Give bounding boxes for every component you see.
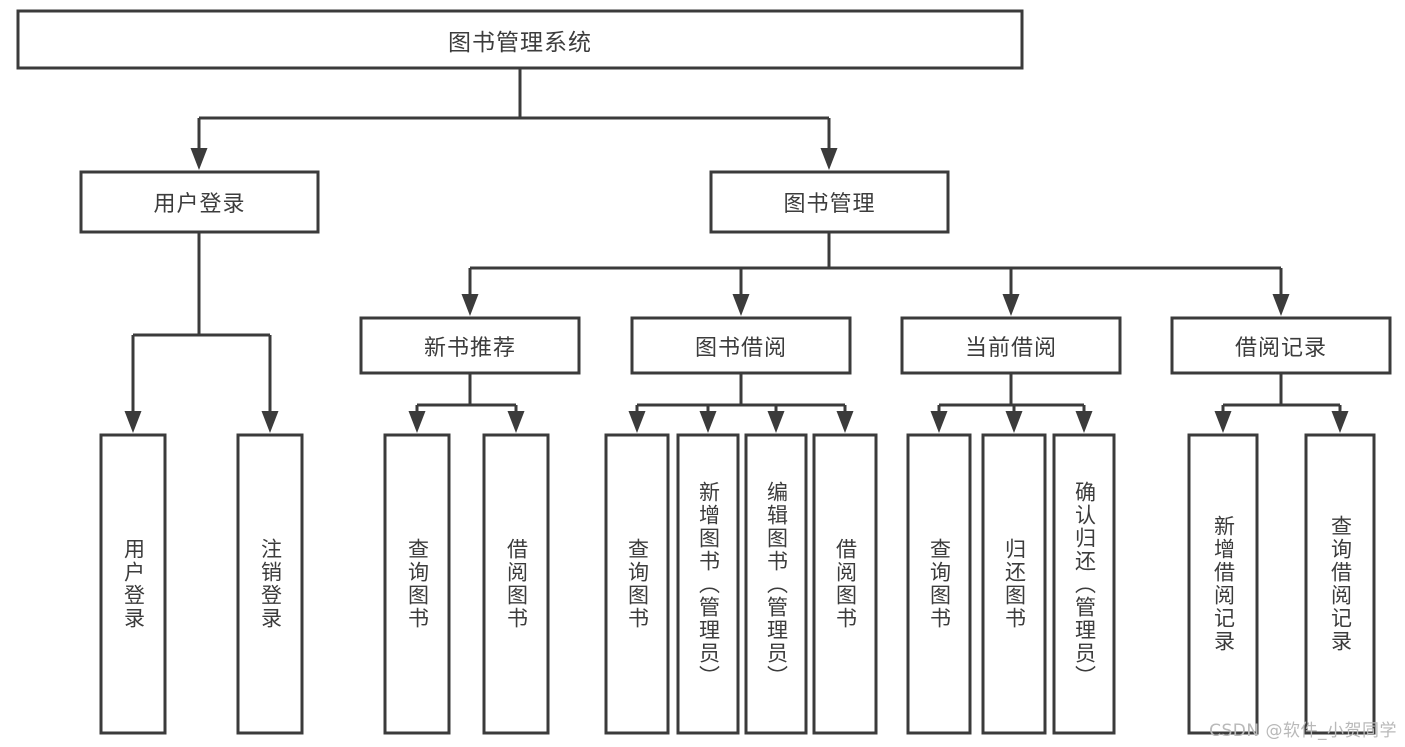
leaf-node-11-box[interactable] (1187, 433, 1259, 735)
to-user-login-leaf-arrowhead (124, 411, 142, 433)
bb-to-query-arrowhead (628, 411, 646, 433)
watermark-text: CSDN @软件_小贺同学 (1209, 721, 1397, 741)
level2-node-1-box[interactable] (709, 170, 950, 234)
leaf-node-1-box[interactable] (236, 433, 304, 735)
leaf-node-4-box[interactable] (604, 433, 670, 735)
to-current-borrow-arrowhead (1002, 294, 1020, 316)
leaf-node-5-box[interactable] (676, 433, 740, 735)
leaf-node-2-box[interactable] (383, 433, 451, 735)
br-to-query-arrowhead (1331, 411, 1349, 433)
level2-node-0-box[interactable] (79, 170, 320, 234)
leaf-node-0-box[interactable] (99, 433, 167, 735)
to-new-book-arrowhead (461, 294, 479, 316)
to-borrow-record-arrowhead (1272, 294, 1290, 316)
level3-node-1-box[interactable] (630, 316, 852, 375)
leaf-node-8-box[interactable] (906, 433, 972, 735)
nb-to-query-arrowhead (408, 411, 426, 433)
root-to-book-manage-arrowhead (820, 148, 838, 170)
leaf-node-6-box[interactable] (744, 433, 808, 735)
cb-to-return-arrowhead (1005, 411, 1023, 433)
leaf-node-12-box[interactable] (1304, 433, 1376, 735)
level3-node-3-box[interactable] (1170, 316, 1392, 375)
to-logout-leaf-arrowhead (261, 411, 279, 433)
cb-to-confirm-arrowhead (1075, 411, 1093, 433)
nb-to-borrow-arrowhead (507, 411, 525, 433)
to-book-borrow-arrowhead (732, 294, 750, 316)
level3-node-2-box[interactable] (900, 316, 1122, 375)
bb-to-borrow-arrowhead (836, 411, 854, 433)
bb-to-edit-arrowhead (767, 411, 785, 433)
leaf-node-10-box[interactable] (1052, 433, 1116, 735)
connector-layer (124, 68, 1349, 433)
root-to-user-login-arrowhead (190, 148, 208, 170)
leaf-node-9-box[interactable] (981, 433, 1047, 735)
bb-to-add-arrowhead (699, 411, 717, 433)
level3-node-0-box[interactable] (359, 316, 581, 375)
cb-to-query-arrowhead (930, 411, 948, 433)
leaf-node-3-box[interactable] (482, 433, 550, 735)
root-node-box[interactable] (16, 9, 1024, 70)
box-layer (16, 9, 1392, 735)
br-to-add-arrowhead (1214, 411, 1232, 433)
leaf-node-7-box[interactable] (812, 433, 878, 735)
